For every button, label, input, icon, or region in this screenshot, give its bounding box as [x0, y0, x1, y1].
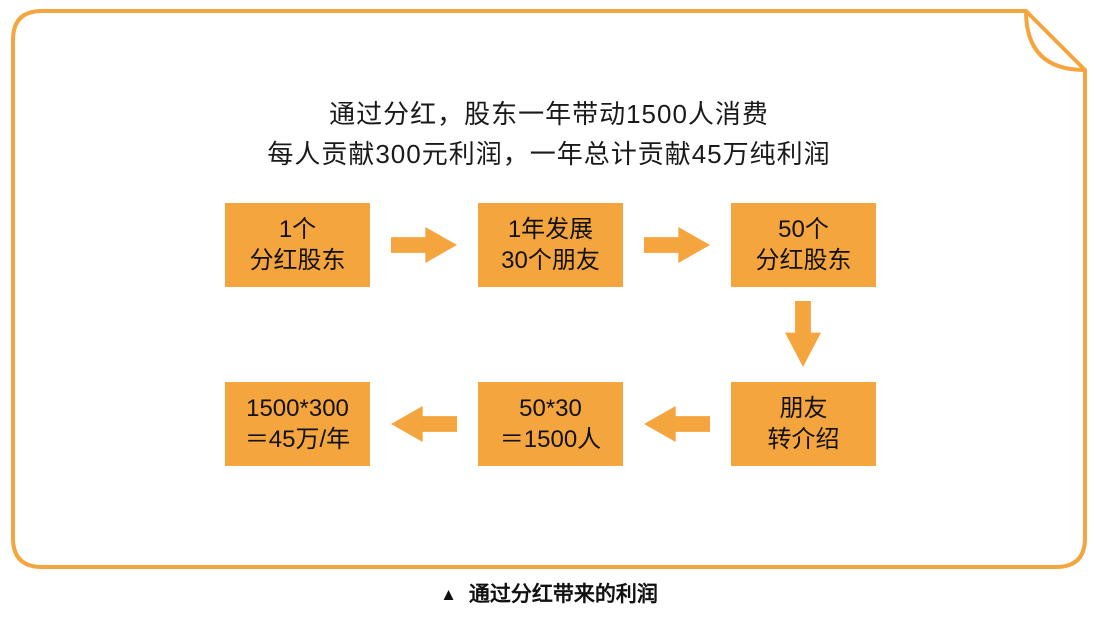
- box-line: 1个: [278, 216, 317, 243]
- box-line: 朋友: [779, 395, 828, 422]
- box-line: 50*30: [519, 395, 582, 422]
- box-line: 30个朋友: [501, 247, 600, 274]
- box-line: ＝1500人: [499, 426, 602, 453]
- flow-box-thirty-friends: 1年发展 30个朋友: [478, 203, 623, 287]
- flow-box-friend-referral: 朋友 转介绍: [731, 382, 876, 466]
- flow-box-fifty-times-thirty: 50*30 ＝1500人: [478, 382, 623, 466]
- flow-box-total-profit: 1500*300 ＝45万/年: [225, 382, 370, 466]
- box-line: 50个: [778, 216, 829, 243]
- box-line: 分红股东: [249, 247, 346, 274]
- box-line: 分红股东: [755, 247, 852, 274]
- note-card: 通过分红，股东一年带动1500人消费 每人贡献300元利润，一年总计贡献45万纯…: [10, 8, 1088, 570]
- title-line-2: 每人贡献300元利润，一年总计贡献45万纯利润: [267, 139, 831, 169]
- caption-text: 通过分红带来的利润: [468, 583, 658, 606]
- figure-caption: ▲ 通过分红带来的利润: [0, 578, 1098, 608]
- box-line: 1年发展: [507, 216, 594, 243]
- box-line: 转介绍: [767, 426, 840, 453]
- triangle-marker-icon: ▲: [440, 585, 457, 604]
- folded-corner-icon: [1024, 10, 1086, 72]
- flow-box-fifty-shareholders: 50个 分红股东: [731, 203, 876, 287]
- diagram-title: 通过分红，股东一年带动1500人消费 每人贡献300元利润，一年总计贡献45万纯…: [10, 94, 1088, 174]
- flow-box-one-shareholder: 1个 分红股东: [225, 203, 370, 287]
- title-line-1: 通过分红，股东一年带动1500人消费: [329, 99, 769, 129]
- box-line: 1500*300: [246, 395, 349, 422]
- card-border: [11, 9, 1087, 569]
- box-line: ＝45万/年: [244, 426, 351, 453]
